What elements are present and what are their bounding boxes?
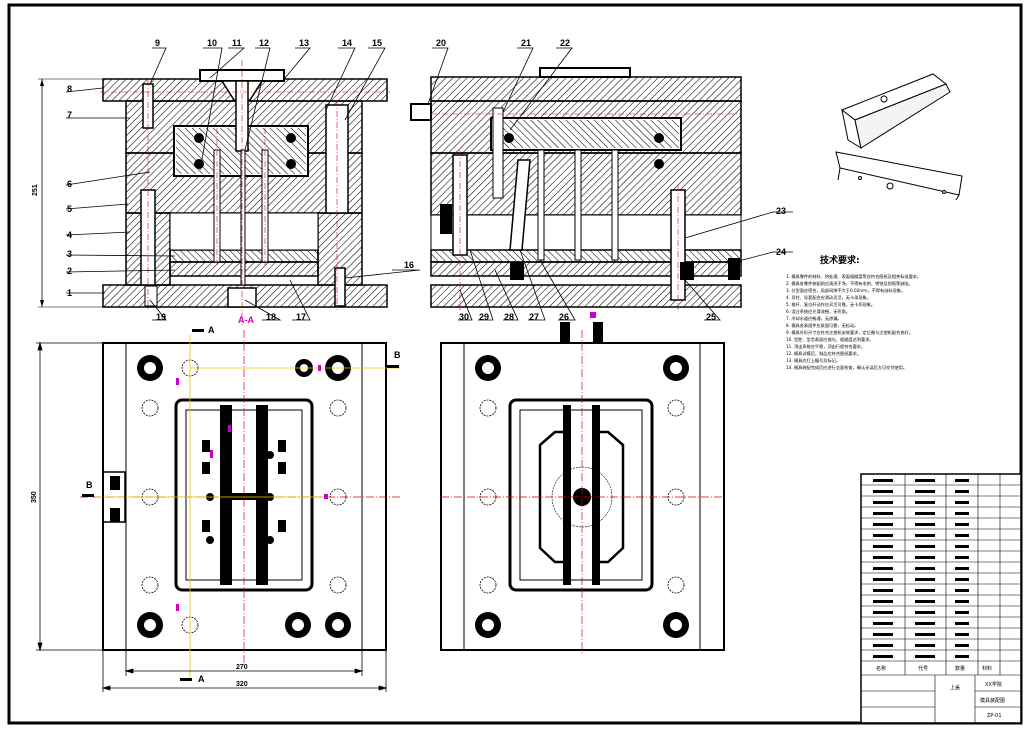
tech-line: 3. 分型面应密合，局部间隙不大于0.02mm，不得有溢料现象。 xyxy=(786,287,905,294)
callout-30: 30 xyxy=(459,312,469,322)
section-mark-a-top: A xyxy=(208,325,215,335)
callout-20: 20 xyxy=(436,38,446,48)
left-section-view xyxy=(100,60,390,325)
right-plan-view xyxy=(440,312,725,655)
tb-part-name: 上盖 xyxy=(950,684,960,691)
tech-line: 2. 模具各零件装配前应清洗干净，不得有毛刺、锈蚀及划痕等缺陷。 xyxy=(786,280,913,287)
callout-10: 10 xyxy=(207,38,217,48)
right-section-view xyxy=(410,67,742,310)
plan-dimensions xyxy=(36,341,388,692)
callout-1: 1 xyxy=(67,288,72,298)
section-mark-b-right: B xyxy=(394,350,401,360)
callout-24: 24 xyxy=(776,247,786,257)
tech-line: 5. 推杆、复位杆动作应灵活可靠，无卡死现象。 xyxy=(786,301,875,308)
tb-header-qty: 数量 xyxy=(955,665,965,672)
tech-line: 9. 模具外形尺寸应符合注塑机安装要求，定位圈与注塑机配合良好。 xyxy=(786,329,913,336)
callout-3: 3 xyxy=(67,249,72,259)
tech-line: 10. 型腔、型芯表面应抛光，粗糙度达到要求。 xyxy=(786,336,874,343)
callout-15: 15 xyxy=(372,38,382,48)
callout-16: 16 xyxy=(404,260,414,270)
tech-line: 13. 模具应打上编号及标记。 xyxy=(786,357,840,364)
tech-line: 4. 导柱、导套配合应滑动灵活，无卡滞现象。 xyxy=(786,294,871,301)
callout-4: 4 xyxy=(67,230,72,240)
tb-header-name: 名称 xyxy=(876,665,886,672)
callout-22: 22 xyxy=(560,38,570,48)
tb-drawing-title: 模具装配图 xyxy=(980,697,1005,704)
left-callouts: 8 7 6 5 4 3 2 1 9 10 11 12 13 14 15 19 1… xyxy=(67,38,414,322)
part-isometric xyxy=(835,73,963,201)
tb-header-material: 材料 xyxy=(982,665,992,672)
tb-header-code: 代号 xyxy=(918,665,928,672)
dim-350: 350 xyxy=(31,491,38,503)
left-leaders xyxy=(65,47,421,321)
section-mark-b-left: B xyxy=(86,480,93,490)
height-dimension-left: 2 5 1 xyxy=(32,78,103,308)
tech-line: 1. 模具零件的材料、热处理、表面粗糙度等应符合图纸及相关标准要求。 xyxy=(786,273,921,280)
callout-29: 29 xyxy=(479,312,489,322)
callout-28: 28 xyxy=(504,312,514,322)
left-plan-view: A A B B A-A xyxy=(80,315,401,684)
title-block: 名称 代号 数量 材料 上盖 XX学院 模具装配图 ZP-01 xyxy=(860,473,1022,724)
callout-17: 17 xyxy=(296,312,306,322)
dim-320: 320 xyxy=(236,681,248,688)
callout-13: 13 xyxy=(299,38,309,48)
callout-25: 25 xyxy=(706,312,716,322)
tb-school: XX学院 xyxy=(985,681,1002,688)
sheet-border xyxy=(7,3,1023,725)
callout-19: 19 xyxy=(156,312,166,322)
tech-line: 6. 浇注系统应光滑流畅，无死角。 xyxy=(786,308,850,315)
callout-23: 23 xyxy=(776,206,786,216)
callout-14: 14 xyxy=(342,38,352,48)
tech-title: 技术要求: xyxy=(820,254,860,266)
dim-270: 270 xyxy=(236,664,248,671)
section-mark-aa: A-A xyxy=(238,315,254,325)
callout-8: 8 xyxy=(67,84,72,94)
callout-26: 26 xyxy=(559,312,569,322)
callout-21: 21 xyxy=(521,38,531,48)
callout-2: 2 xyxy=(67,266,72,276)
tech-line: 7. 冷却水道应畅通，无渗漏。 xyxy=(786,315,842,322)
tech-line: 14. 模具装配完成后应进行全面检查，确认无误后方可交付使用。 xyxy=(786,364,907,371)
callout-27: 27 xyxy=(529,312,539,322)
callout-18: 18 xyxy=(266,312,276,322)
callout-5: 5 xyxy=(67,204,72,214)
callout-6: 6 xyxy=(67,179,72,189)
tb-drawing-no: ZP-01 xyxy=(987,713,1002,719)
callout-7: 7 xyxy=(67,110,72,120)
dim-251: 251 xyxy=(32,184,39,196)
callout-12: 12 xyxy=(259,38,269,48)
callout-9: 9 xyxy=(155,38,160,48)
section-mark-a-bottom: A xyxy=(198,674,205,684)
tech-requirements: 技术要求: 1. 模具零件的材料、热处理、表面粗糙度等应符合图纸及相关标准要求。… xyxy=(786,254,921,371)
tech-line: 12. 模具试模后，制品应符合图纸要求。 xyxy=(786,350,861,357)
tech-line: 11. 顶出系统应平稳，顶出行程符合要求。 xyxy=(786,343,865,350)
right-leaders xyxy=(427,47,793,321)
callout-11: 11 xyxy=(232,38,242,48)
tech-line: 8. 模具各紧固件应紧固可靠，无松动。 xyxy=(786,322,858,329)
right-callouts: 20 21 22 23 24 30 29 28 27 26 25 xyxy=(436,38,786,322)
